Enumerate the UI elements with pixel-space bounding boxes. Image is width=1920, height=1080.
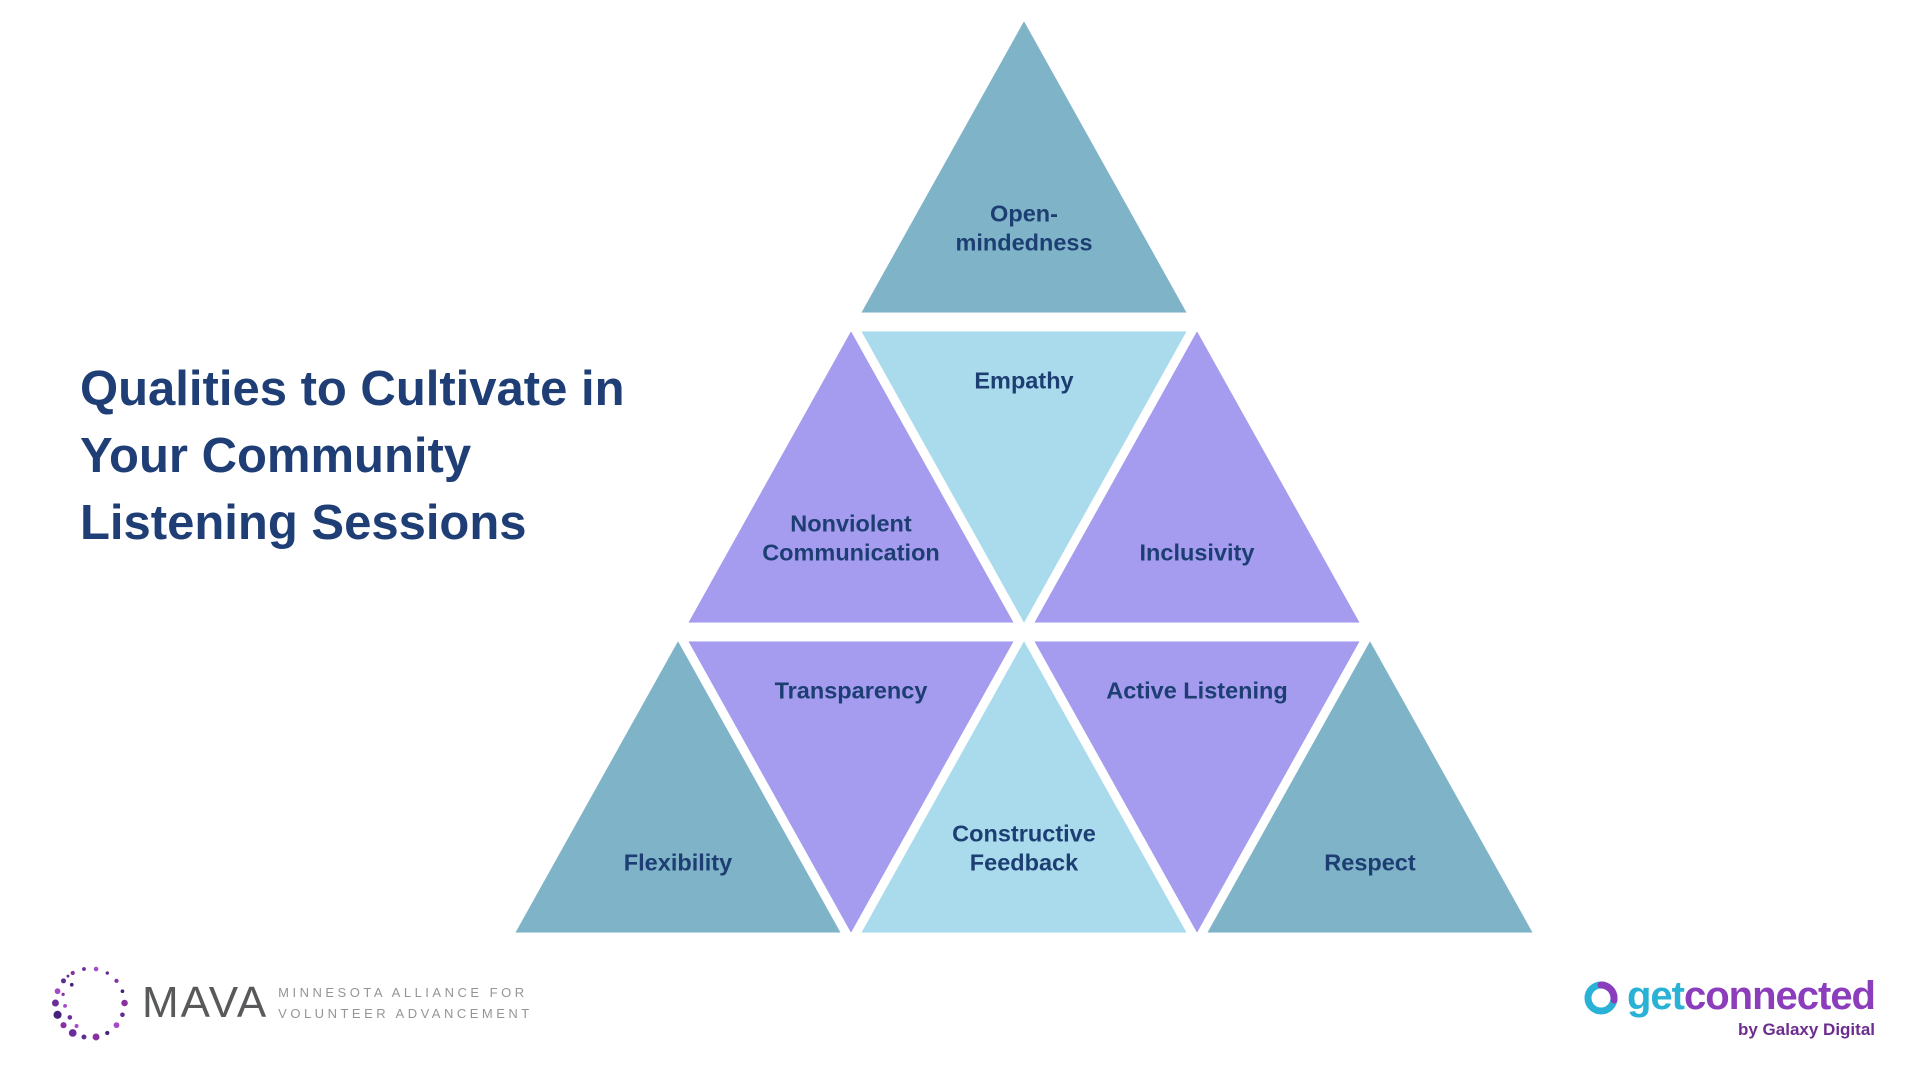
triangle-label: Active Listening: [1106, 677, 1288, 705]
page-title: Qualities to Cultivate in Your Community…: [80, 362, 625, 551]
triangle-label: Inclusivity: [1139, 539, 1255, 567]
triangle-label: Transparency: [774, 677, 928, 705]
triangle-label: Open-mindedness: [955, 200, 1093, 257]
getconnected-word-connected: connected: [1683, 974, 1876, 1018]
triangle-label: Nonviolent Communication: [762, 510, 940, 567]
getconnected-wordmark: getconnected: [1626, 974, 1876, 1018]
mava-logo: MAVA MINNESOTA ALLIANCE FOR VOLUNTEER AD…: [42, 950, 533, 1056]
getconnected-swirl-icon: [1584, 981, 1618, 1015]
triangle-label: Constructive Feedback: [952, 820, 1096, 877]
mava-dots-icon: [51, 966, 128, 1041]
getconnected-logo: getconnected by Galaxy Digital: [1581, 974, 1876, 1040]
mava-tagline-line1: MINNESOTA ALLIANCE FOR: [278, 985, 528, 1000]
triangle-label: Flexibility: [623, 849, 733, 877]
mava-tagline-line2: VOLUNTEER ADVANCEMENT: [278, 1006, 533, 1021]
getconnected-text: getconnected by Galaxy Digital: [1626, 974, 1876, 1040]
triangle-label: Empathy: [974, 367, 1074, 395]
triangle-open-mindedness: Open-mindedness: [861, 21, 1187, 313]
mava-wordmark: MAVA: [142, 978, 269, 1027]
getconnected-byline: by Galaxy Digital: [1738, 1020, 1875, 1039]
triangle-label: Respect: [1324, 849, 1416, 877]
mava-tagline: MINNESOTA ALLIANCE FOR VOLUNTEER ADVANCE…: [278, 985, 533, 1021]
getconnected-word-get: get: [1626, 974, 1685, 1018]
